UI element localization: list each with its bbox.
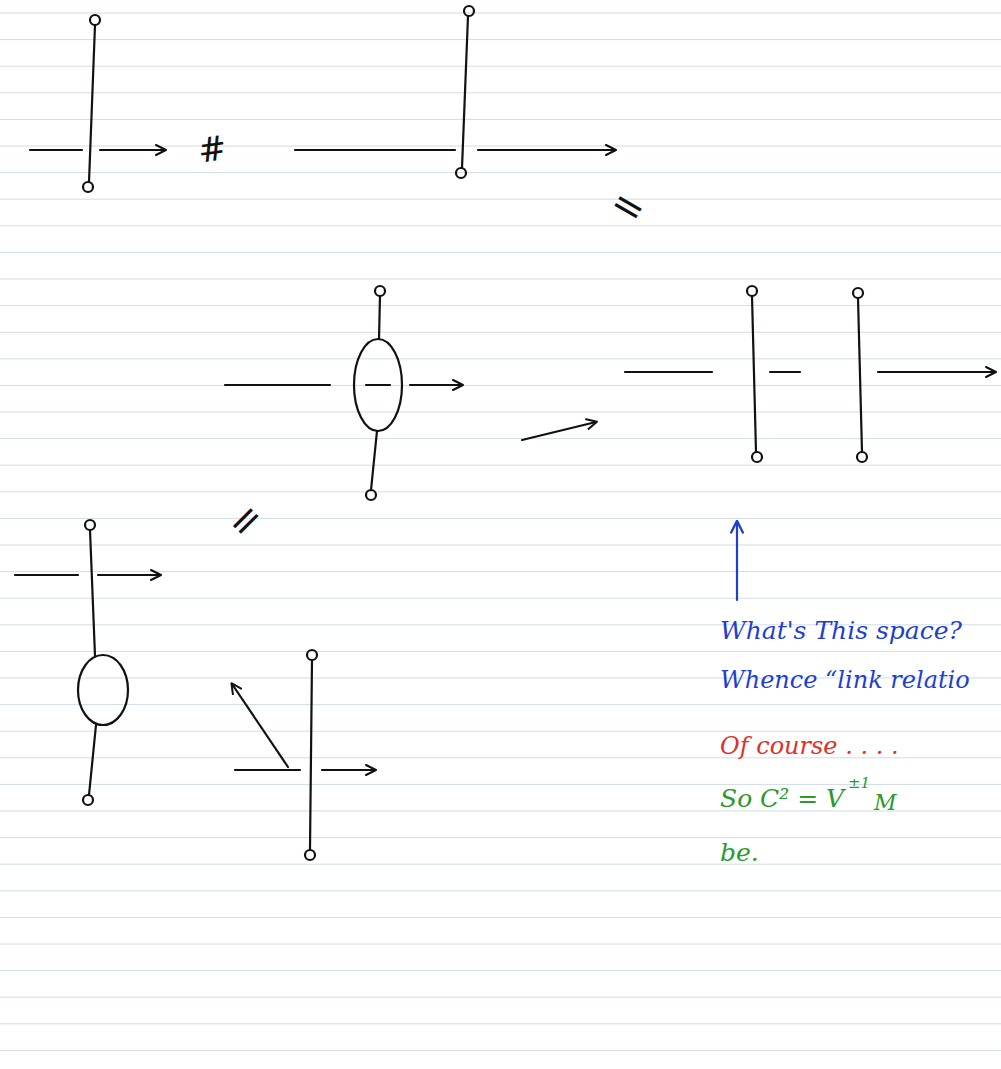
tangle-sketch	[30, 15, 165, 192]
ruled-line	[0, 917, 1001, 918]
ruled-line	[0, 864, 1001, 865]
ruled-line	[0, 704, 1001, 705]
tangle-sketch	[225, 286, 462, 500]
ruled-line	[0, 66, 1001, 67]
handwritten-note: be.	[720, 840, 759, 865]
ruled-line	[0, 811, 1001, 812]
ruled-line	[0, 837, 1001, 838]
ruled-line	[0, 92, 1001, 93]
arrow-stroke	[522, 422, 596, 440]
ruled-line	[0, 1050, 1001, 1051]
ruled-line	[0, 518, 1001, 519]
ruled-line	[0, 225, 1001, 226]
ruled-line	[0, 571, 1001, 572]
ruled-line	[0, 119, 1001, 120]
ruled-line	[0, 199, 1001, 200]
ruled-line	[0, 545, 1001, 546]
equals-sign: =	[604, 180, 653, 231]
pointer-arrow	[736, 522, 738, 600]
ruled-line	[0, 279, 1001, 280]
tangle-sketch	[15, 520, 160, 805]
arrow-stroke	[232, 684, 288, 767]
ruled-line	[0, 412, 1001, 413]
handwritten-note: So C² = V	[720, 786, 844, 811]
ruled-line	[0, 146, 1001, 147]
ruled-line	[0, 465, 1001, 466]
handwritten-note: What's This space?	[720, 618, 962, 643]
handwritten-note: Whence “link relatio	[720, 668, 970, 692]
exponent: ±1	[848, 776, 870, 791]
ruled-line	[0, 332, 1001, 333]
ruled-line	[0, 651, 1001, 652]
tangle-sketch	[625, 286, 995, 462]
ruled-line	[0, 13, 1001, 14]
ruled-line	[0, 1023, 1001, 1024]
ruled-line	[0, 358, 1001, 359]
equals-sign: =	[219, 494, 271, 546]
handwritten-note: Of course . . . .	[720, 734, 899, 758]
ruled-line	[0, 438, 1001, 439]
handwritten-note: M	[874, 792, 897, 814]
ruled-line	[0, 944, 1001, 945]
ruled-line	[0, 385, 1001, 386]
ruled-line	[0, 997, 1001, 998]
ruled-line	[0, 172, 1001, 173]
ruled-line	[0, 598, 1001, 599]
ruled-line	[0, 39, 1001, 40]
ruled-line	[0, 305, 1001, 306]
ruled-line	[0, 970, 1001, 971]
ruled-line	[0, 731, 1001, 732]
connected-sum-sign: #	[196, 130, 229, 168]
tangle-sketch	[235, 650, 375, 860]
ruled-line	[0, 491, 1001, 492]
tangle-sketch	[295, 6, 615, 178]
ruled-line	[0, 890, 1001, 891]
ruled-line	[0, 252, 1001, 253]
